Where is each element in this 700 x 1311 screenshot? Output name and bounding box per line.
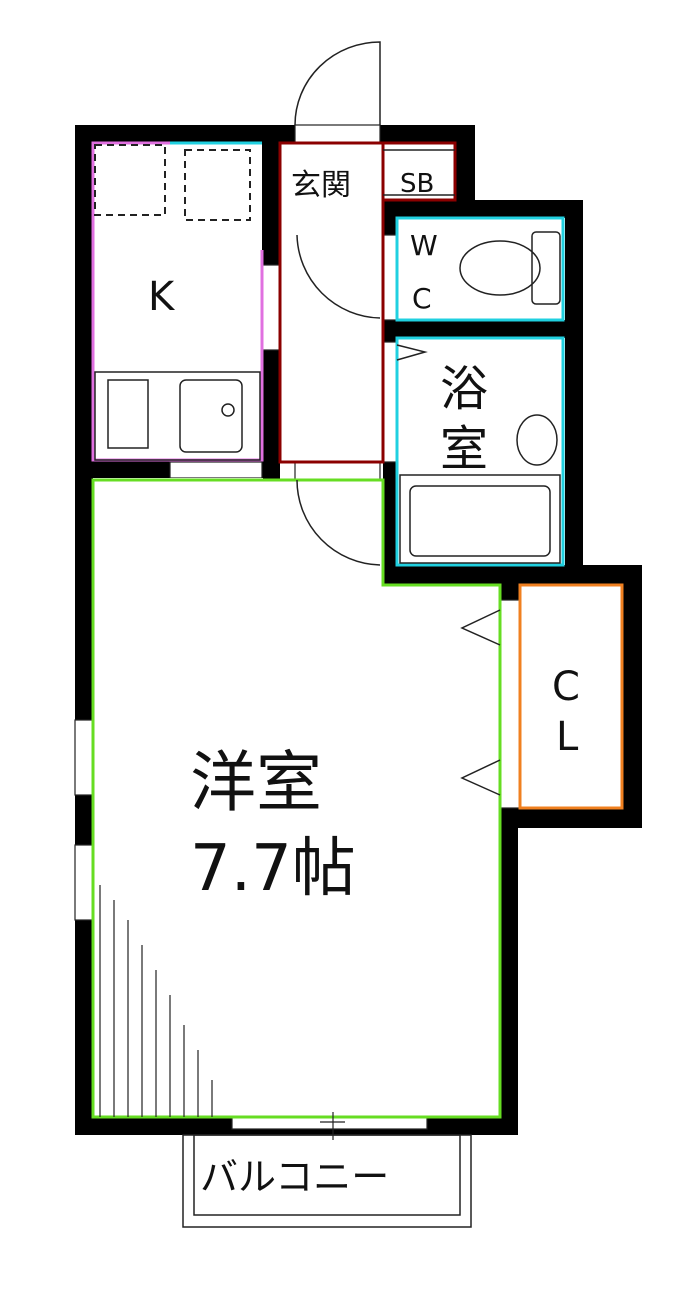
kitchen-outline xyxy=(91,141,264,462)
door-swings xyxy=(294,41,501,796)
kitchen-label: K xyxy=(148,274,176,320)
balcony-label: バルコニー xyxy=(200,1155,389,1199)
shoe-box-label: SB xyxy=(400,169,434,199)
wc-label-1: W xyxy=(410,229,438,262)
closet-label-2: L xyxy=(556,714,579,760)
bath-label-1: 浴 xyxy=(440,361,488,417)
entrance-outline xyxy=(278,141,385,464)
closet-label-1: C xyxy=(552,664,580,710)
fixtures xyxy=(94,144,561,564)
room-outline xyxy=(91,478,502,1119)
western-room-label: 洋室 xyxy=(190,744,322,821)
entrance-label: 玄関 xyxy=(291,168,351,203)
bath-outline xyxy=(395,336,565,567)
bath-label-2: 室 xyxy=(440,421,488,477)
western-room-size: 7.7帖 xyxy=(190,832,356,906)
window-hatch xyxy=(99,885,345,1140)
closet-outline xyxy=(518,583,624,810)
wc-label-2: C xyxy=(412,282,432,315)
balcony-inner xyxy=(193,1134,461,1216)
wc-outline xyxy=(395,216,565,322)
